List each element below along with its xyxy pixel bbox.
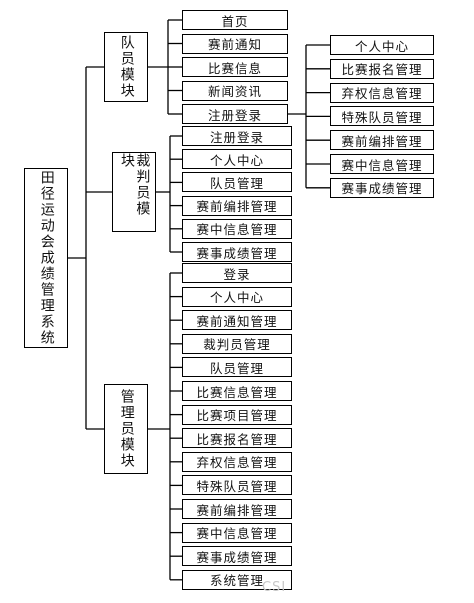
leaf-node-label: 首页 xyxy=(221,13,249,29)
leaf-node-label: 赛前通知 xyxy=(207,37,262,52)
leaf-node-label: 裁判员管理 xyxy=(203,337,271,353)
sub-leaf-node-label: 赛事成绩管理 xyxy=(341,181,423,197)
root-node: 田径运动会成绩管理系统 xyxy=(24,168,68,348)
leaf-node-label: 个人中心 xyxy=(209,152,264,168)
leaf-node-label: 个人中心 xyxy=(209,290,264,306)
leaf-node: 特殊队员管理 xyxy=(182,475,292,496)
leaf-node-label: 赛中信息管理 xyxy=(196,222,278,238)
leaf-node-label: 比赛信息管理 xyxy=(196,384,278,400)
sub-leaf-node-label: 赛中信息管理 xyxy=(341,157,423,173)
sub-leaf-node-label: 个人中心 xyxy=(354,38,409,54)
leaf-node-label: 赛事成绩管理 xyxy=(196,549,278,565)
sub-leaf-node: 比赛报名管理 xyxy=(330,58,434,79)
leaf-node: 新闻资讯 xyxy=(182,80,288,101)
leaf-node: 弃权信息管理 xyxy=(182,451,292,472)
leaf-node-label: 登录 xyxy=(223,266,251,282)
leaf-node: 队员管理 xyxy=(182,172,292,193)
module-node: 管理员模块 xyxy=(104,384,148,474)
leaf-node: 比赛项目管理 xyxy=(182,404,292,425)
leaf-node: 赛前编排管理 xyxy=(182,195,292,216)
sub-leaf-node-label: 特殊队员管理 xyxy=(341,109,423,125)
leaf-node-label: 弃权信息管理 xyxy=(196,455,278,471)
leaf-node-label: 队员管理 xyxy=(209,360,264,376)
leaf-node: 登录 xyxy=(182,263,292,283)
leaf-node-label: 队员管理 xyxy=(209,175,264,191)
leaf-node-label: 注册登录 xyxy=(207,107,262,123)
leaf-node: 首页 xyxy=(182,10,288,30)
sub-leaf-node-label: 赛前编排管理 xyxy=(341,133,423,149)
leaf-node-label: 系统管理 xyxy=(209,573,264,589)
leaf-node-label: 赛前编排管理 xyxy=(196,199,278,215)
sub-leaf-node: 赛前编排管理 xyxy=(330,130,434,151)
sub-leaf-node: 特殊队员管理 xyxy=(330,106,434,127)
sub-leaf-node: 弃权信息管理 xyxy=(330,82,434,103)
sub-leaf-node-label: 弃权信息管理 xyxy=(341,86,423,102)
module-node: 队员模块 xyxy=(104,32,148,102)
sub-leaf-node: 赛事成绩管理 xyxy=(330,177,434,198)
leaf-node: 个人中心 xyxy=(182,149,292,170)
leaf-node-label: 新闻资讯 xyxy=(207,84,262,99)
leaf-node: 队员管理 xyxy=(182,357,292,378)
leaf-node: 比赛报名管理 xyxy=(182,428,292,449)
sub-leaf-node: 赛中信息管理 xyxy=(330,154,434,174)
leaf-node: 比赛信息 xyxy=(182,57,288,77)
leaf-node-label: 赛前通知管理 xyxy=(196,313,278,329)
leaf-node: 赛事成绩管理 xyxy=(182,546,292,567)
leaf-node: 赛事成绩管理 xyxy=(182,242,292,262)
leaf-node: 个人中心 xyxy=(182,286,292,307)
module-node-label: 裁判员模块 xyxy=(119,153,151,217)
leaf-node-label: 比赛报名管理 xyxy=(196,431,278,447)
module-node-label: 管理员模块 xyxy=(118,389,135,469)
leaf-node-label: 比赛信息 xyxy=(207,60,262,76)
root-node-label: 田径运动会成绩管理系统 xyxy=(38,170,55,346)
module-node-label: 队员模块 xyxy=(118,35,135,99)
leaf-node: 赛前通知 xyxy=(182,33,288,54)
sub-leaf-node: 个人中心 xyxy=(330,35,434,55)
leaf-node: 系统管理 xyxy=(182,569,292,590)
leaf-node: 赛中信息管理 xyxy=(182,522,292,543)
leaf-node: 比赛信息管理 xyxy=(182,381,292,401)
module-node: 裁判员模块 xyxy=(112,152,156,232)
leaf-node-label: 赛前编排管理 xyxy=(196,502,278,518)
leaf-node-label: 特殊队员管理 xyxy=(196,478,278,494)
leaf-node: 赛前编排管理 xyxy=(182,499,292,519)
leaf-node: 赛前通知管理 xyxy=(182,310,292,331)
leaf-node: 裁判员管理 xyxy=(182,333,292,354)
leaf-node-label: 比赛项目管理 xyxy=(196,408,278,424)
leaf-node: 赛中信息管理 xyxy=(182,218,292,239)
watermark: CSI xyxy=(262,580,287,595)
leaf-node: 注册登录 xyxy=(182,104,288,124)
sub-leaf-node-label: 比赛报名管理 xyxy=(341,62,423,78)
leaf-node-label: 赛中信息管理 xyxy=(196,526,278,542)
leaf-node-label: 注册登录 xyxy=(209,129,264,145)
leaf-node: 注册登录 xyxy=(182,126,292,146)
leaf-node-label: 赛事成绩管理 xyxy=(196,245,278,261)
